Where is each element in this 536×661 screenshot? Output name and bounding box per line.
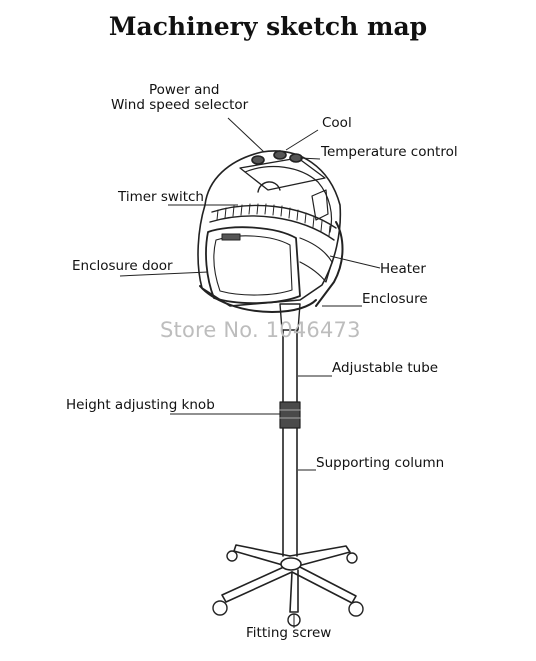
enclosure-door <box>205 226 301 304</box>
heater-side <box>299 237 333 283</box>
side-plate <box>311 189 329 221</box>
label-temperature-control: Temperature control <box>321 144 458 160</box>
heater-band-bottom <box>209 215 335 241</box>
timer-dial <box>257 181 281 193</box>
power-knob <box>251 155 265 165</box>
label-heater: Heater <box>380 261 426 277</box>
label-supporting-column: Supporting column <box>316 455 445 471</box>
door-latch <box>221 233 241 241</box>
control-panel <box>239 157 326 191</box>
watermark: Store No. 1046473 <box>160 318 361 342</box>
label-cool: Cool <box>322 115 352 131</box>
label-power: Power and Wind speed selector <box>111 82 248 113</box>
base-legs <box>221 544 357 613</box>
label-adjustable-tube: Adjustable tube <box>332 360 439 376</box>
heater-band-top <box>211 204 337 229</box>
enclosure-strap <box>199 285 317 313</box>
cool-knob <box>273 150 287 160</box>
tube-joint <box>279 303 301 331</box>
label-timer-switch: Timer switch <box>118 189 204 205</box>
hood-inner-curve <box>244 165 333 233</box>
label-power-line1: Power and <box>149 82 220 98</box>
height-adjusting-knob <box>279 401 301 429</box>
label-fitting-screw: Fitting screw <box>246 625 332 641</box>
leader-lines <box>119 117 381 628</box>
enclosure-door-inner <box>213 235 293 296</box>
label-enclosure-door: Enclosure door <box>72 258 173 274</box>
hood-shell <box>197 150 342 307</box>
diagram-title: Machinery sketch map <box>108 12 428 41</box>
label-power-line2: Wind speed selector <box>111 97 249 113</box>
label-enclosure: Enclosure <box>362 291 428 307</box>
heater-ribs <box>216 203 331 237</box>
base-hub <box>280 557 302 571</box>
support-arm <box>315 221 344 307</box>
label-height-adjusting-knob: Height adjusting knob <box>66 397 215 413</box>
